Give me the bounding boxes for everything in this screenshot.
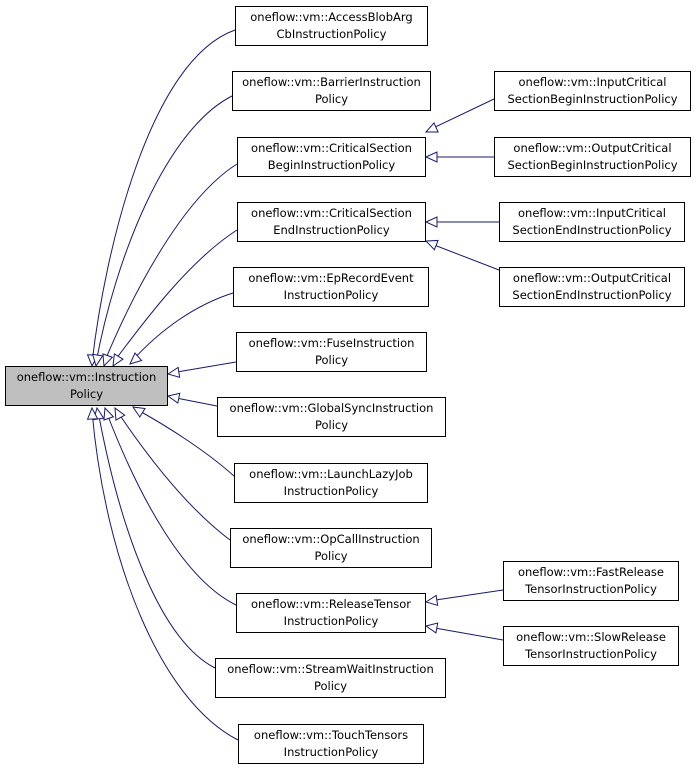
node-touch-tensors[interactable]: oneflow::vm::TouchTensors InstructionPol…	[238, 724, 424, 764]
node-line2: InstructionPolicy	[283, 288, 379, 302]
node-line2: InstructionPolicy	[283, 484, 379, 498]
node-input-cs-end[interactable]: oneflow::vm::InputCritical SectionEndIns…	[499, 202, 685, 242]
node-line1: oneflow::vm::CriticalSection	[251, 206, 412, 220]
arrowhead-fast_release	[424, 594, 439, 607]
node-line2: SectionBeginInstructionPolicy	[507, 158, 678, 172]
arrowhead-cs_end	[112, 353, 124, 368]
node-line1: oneflow::vm::FuseInstruction	[248, 336, 415, 350]
node-line2: InstructionPolicy	[283, 614, 379, 628]
node-line2: SectionEndInstructionPolicy	[512, 288, 672, 302]
edge-touch_tensors-to-root	[91, 410, 239, 741]
arrowhead-fuse	[166, 366, 181, 379]
arrowhead-input_cs_begin	[424, 122, 439, 133]
node-release-tensor[interactable]: oneflow::vm::ReleaseTensor InstructionPo…	[236, 593, 426, 633]
arrowhead-opcall	[114, 406, 126, 421]
node-line2: Policy	[314, 353, 349, 367]
node-line2: InstructionPolicy	[283, 745, 379, 759]
node-line2: Policy	[313, 679, 348, 693]
arrowhead-global_sync	[166, 392, 181, 404]
node-opcall[interactable]: oneflow::vm::OpCallInstruction Policy	[230, 528, 432, 568]
edge-output_cs_end-to-cs_end	[428, 242, 500, 271]
node-launch-lazy[interactable]: oneflow::vm::LaunchLazyJob InstructionPo…	[234, 463, 428, 503]
arrowhead-ep_record	[129, 352, 143, 365]
node-line2: CbInstructionPolicy	[276, 27, 387, 41]
node-fuse[interactable]: oneflow::vm::FuseInstruction Policy	[236, 332, 427, 372]
node-line2: TensorInstructionPolicy	[525, 582, 657, 596]
node-line1: oneflow::vm::GlobalSyncInstruction	[229, 401, 434, 415]
node-access-blob[interactable]: oneflow::vm::AccessBlobArg CbInstruction…	[235, 6, 428, 46]
arrowhead-touch_tensors	[86, 406, 99, 420]
arrowhead-release_tensor	[103, 406, 115, 421]
edge-fuse-to-root	[170, 361, 237, 374]
node-global-sync[interactable]: oneflow::vm::GlobalSyncInstruction Polic…	[217, 397, 446, 437]
node-line1: oneflow::vm::TouchTensors	[253, 728, 409, 742]
node-input-cs-begin[interactable]: oneflow::vm::InputCritical SectionBeginI…	[494, 71, 691, 111]
node-line1: oneflow::vm::FastRelease	[517, 565, 664, 579]
node-line1: oneflow::vm::StreamWaitInstruction	[227, 662, 434, 676]
node-output-cs-begin[interactable]: oneflow::vm::OutputCritical SectionBegin…	[494, 137, 691, 177]
node-line2: Policy	[314, 549, 348, 563]
node-line1: oneflow::vm::OutputCritical	[512, 271, 672, 285]
edge-slow_release-to-release_tensor	[428, 626, 504, 641]
arrowhead-cs_begin	[102, 353, 114, 368]
node-line1: oneflow::vm::OutputCritical	[513, 141, 672, 155]
node-stream-wait[interactable]: oneflow::vm::StreamWaitInstruction Polic…	[215, 658, 446, 698]
node-line1: oneflow::vm::LaunchLazyJob	[249, 467, 413, 481]
node-line2: SectionBeginInstructionPolicy	[507, 92, 678, 106]
node-line2: SectionEndInstructionPolicy	[512, 223, 672, 237]
node-line1: oneflow::vm::ReleaseTensor	[250, 597, 412, 611]
edge-ep_record-to-root	[131, 292, 234, 362]
node-fast-release[interactable]: oneflow::vm::FastRelease TensorInstructi…	[503, 561, 679, 601]
node-line1: oneflow::vm::BarrierInstruction	[242, 75, 421, 89]
arrowhead-launch_lazy	[131, 406, 146, 418]
edge-release_tensor-to-root	[105, 410, 237, 606]
node-line1: oneflow::vm::InputCritical	[518, 75, 667, 89]
node-line1: oneflow::vm::InputCritical	[518, 206, 666, 220]
edge-stream_wait-to-root	[97, 410, 216, 669]
edge-launch_lazy-to-root	[135, 408, 235, 477]
edge-opcall-to-root	[116, 410, 231, 541]
arrowhead-barrier	[91, 353, 104, 368]
node-line1: oneflow::vm::OpCallInstruction	[242, 532, 420, 546]
node-line1: oneflow::vm::SlowRelease	[516, 630, 666, 644]
node-line1: oneflow::vm::CriticalSection	[251, 141, 412, 155]
node-line2: Policy	[314, 418, 349, 432]
node-output-cs-end[interactable]: oneflow::vm::OutputCritical SectionEndIn…	[499, 267, 685, 307]
node-line1: oneflow::vm::EpRecordEvent	[248, 271, 414, 285]
node-root-line1: oneflow::vm::Instruction	[16, 370, 157, 384]
node-line2: BeginInstructionPolicy	[267, 158, 396, 172]
arrowhead-input_cs_end	[424, 216, 438, 228]
node-cs-begin[interactable]: oneflow::vm::CriticalSection BeginInstru…	[237, 137, 426, 177]
edge-cs_begin-to-root	[103, 163, 238, 364]
edge-cs_end-to-root	[112, 229, 238, 364]
node-line1: oneflow::vm::AccessBlobArg	[250, 10, 413, 24]
edge-access_blob-to-root	[91, 29, 236, 364]
arrowhead-output_cs_begin	[424, 151, 438, 163]
node-root-line2: Policy	[69, 387, 104, 401]
arrowhead-slow_release	[424, 622, 439, 634]
node-line2: EndInstructionPolicy	[273, 223, 390, 237]
arrowhead-output_cs_end	[424, 239, 439, 251]
node-cs-end[interactable]: oneflow::vm::CriticalSection EndInstruct…	[237, 202, 426, 242]
node-slow-release[interactable]: oneflow::vm::SlowRelease TensorInstructi…	[503, 626, 679, 666]
node-barrier[interactable]: oneflow::vm::BarrierInstruction Policy	[232, 71, 431, 111]
edge-barrier-to-root	[95, 95, 233, 364]
node-root: oneflow::vm::Instruction Policy	[5, 366, 168, 406]
node-line2: TensorInstructionPolicy	[525, 647, 657, 661]
edge-input_cs_begin-to-cs_begin	[428, 98, 495, 131]
node-ep-record[interactable]: oneflow::vm::EpRecordEvent InstructionPo…	[233, 267, 429, 307]
edge-fast_release-to-release_tensor	[428, 589, 504, 602]
node-line2: Policy	[314, 92, 349, 106]
